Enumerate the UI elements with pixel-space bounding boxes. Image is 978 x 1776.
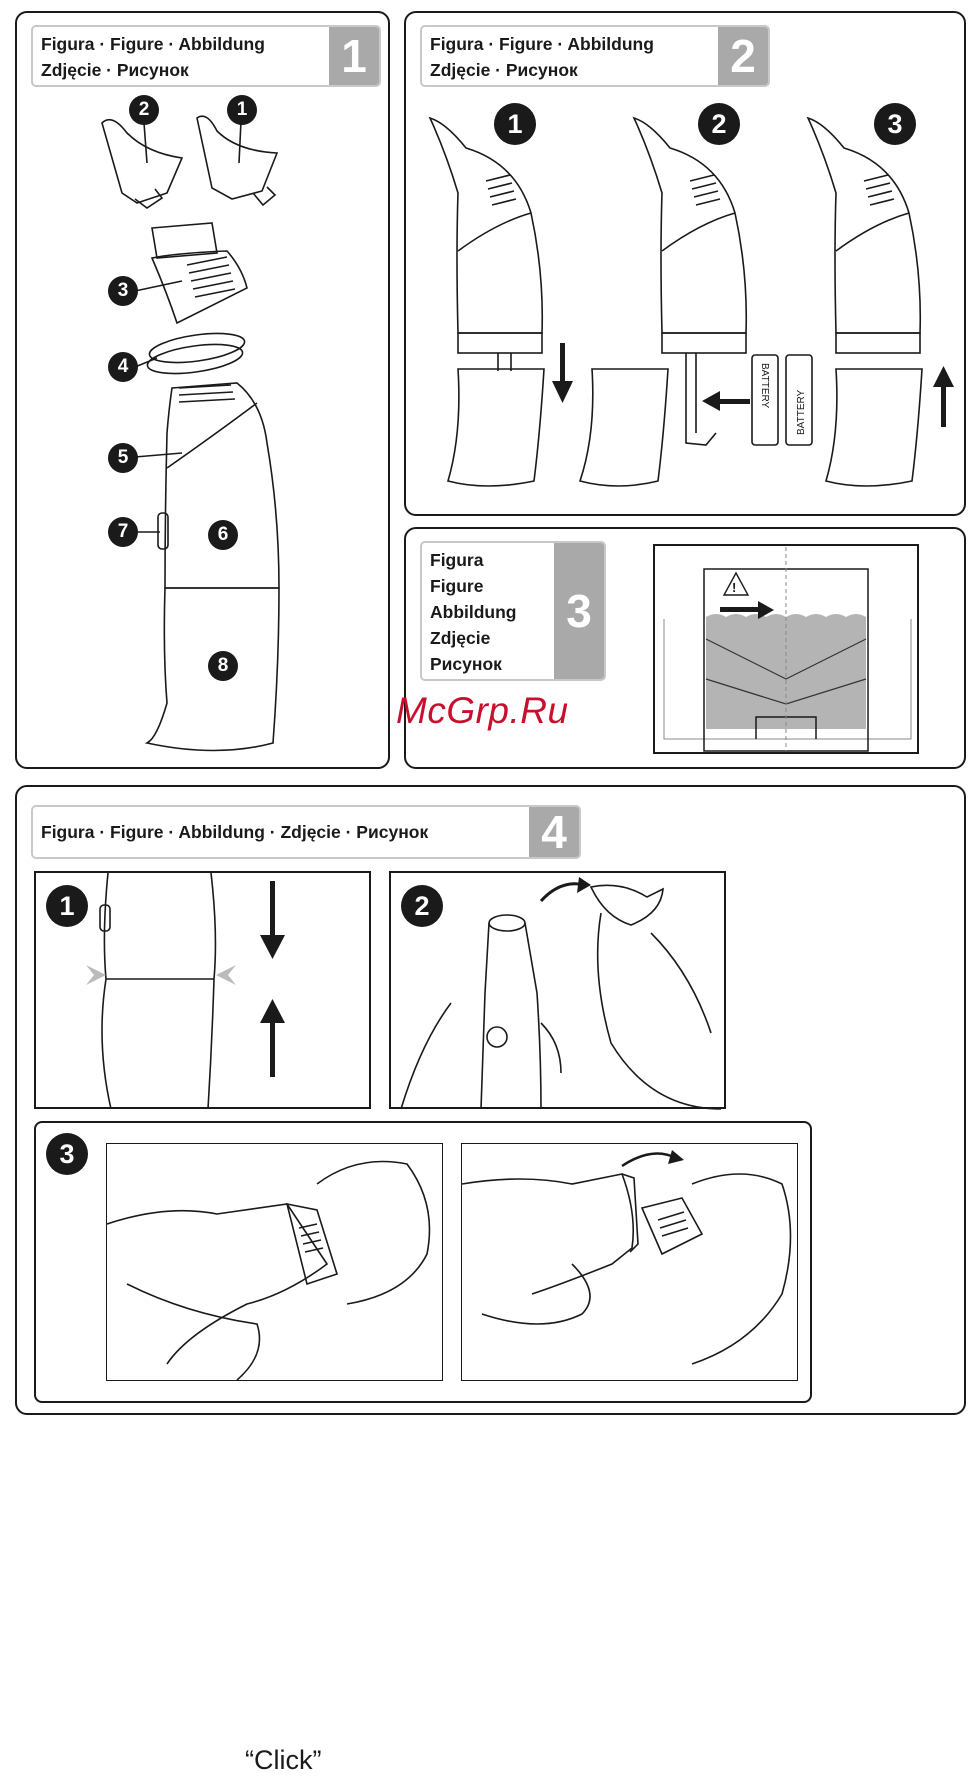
connector-remove-drawing	[462, 1144, 799, 1382]
click-label: “Click”	[245, 1745, 321, 1776]
figure-4-number: 4	[529, 807, 579, 857]
fig4-step-2-panel: 2	[389, 871, 726, 1109]
battery-label-1: BATTERY	[759, 363, 770, 409]
figure-1-panel: Figura · Figure · Abbildung Zdjęcie · Ри…	[15, 11, 390, 769]
fig4-step-3-badge: 3	[46, 1133, 88, 1175]
connector-grip-drawing	[107, 1144, 444, 1382]
watermark: McGrp.Ru	[396, 690, 569, 732]
figure-4-header: Figura · Figure · Abbildung · Zdjęcie · …	[31, 805, 581, 859]
water-level-diagram: !	[406, 529, 968, 771]
callout-3: 3	[108, 276, 138, 306]
callout-1: 1	[227, 95, 257, 125]
fig4-step-1-panel: 1	[34, 871, 371, 1109]
callout-5: 5	[108, 443, 138, 473]
figure-2-panel: Figura · Figure · Abbildung Zdjęcie · Ри…	[404, 11, 966, 516]
figure-4-panel: Figura · Figure · Abbildung · Zdjęcie · …	[15, 785, 966, 1415]
fig4-step-3b-panel	[461, 1143, 798, 1381]
battery-replacement-drawing: BATTERY BATTERY	[406, 13, 968, 518]
svg-text:!: !	[732, 580, 736, 595]
callout-2: 2	[129, 95, 159, 125]
callout-7: 7	[108, 517, 138, 547]
fig4-step-3-panel: 3	[34, 1121, 812, 1403]
callout-6: 6	[208, 520, 238, 550]
callout-4: 4	[108, 352, 138, 382]
fig4-step-2-badge: 2	[401, 885, 443, 927]
callout-8: 8	[208, 651, 238, 681]
aspirator-exploded-drawing	[17, 13, 392, 771]
fig4-step-1-badge: 1	[46, 885, 88, 927]
figure-3-panel: Figura Figure Abbildung Zdjęcie Рисунок …	[404, 527, 966, 769]
fig4-step-3a-panel	[106, 1143, 443, 1381]
battery-label-2: BATTERY	[796, 389, 807, 435]
figure-4-caption: Figura · Figure · Abbildung · Zdjęcie · …	[41, 819, 428, 845]
